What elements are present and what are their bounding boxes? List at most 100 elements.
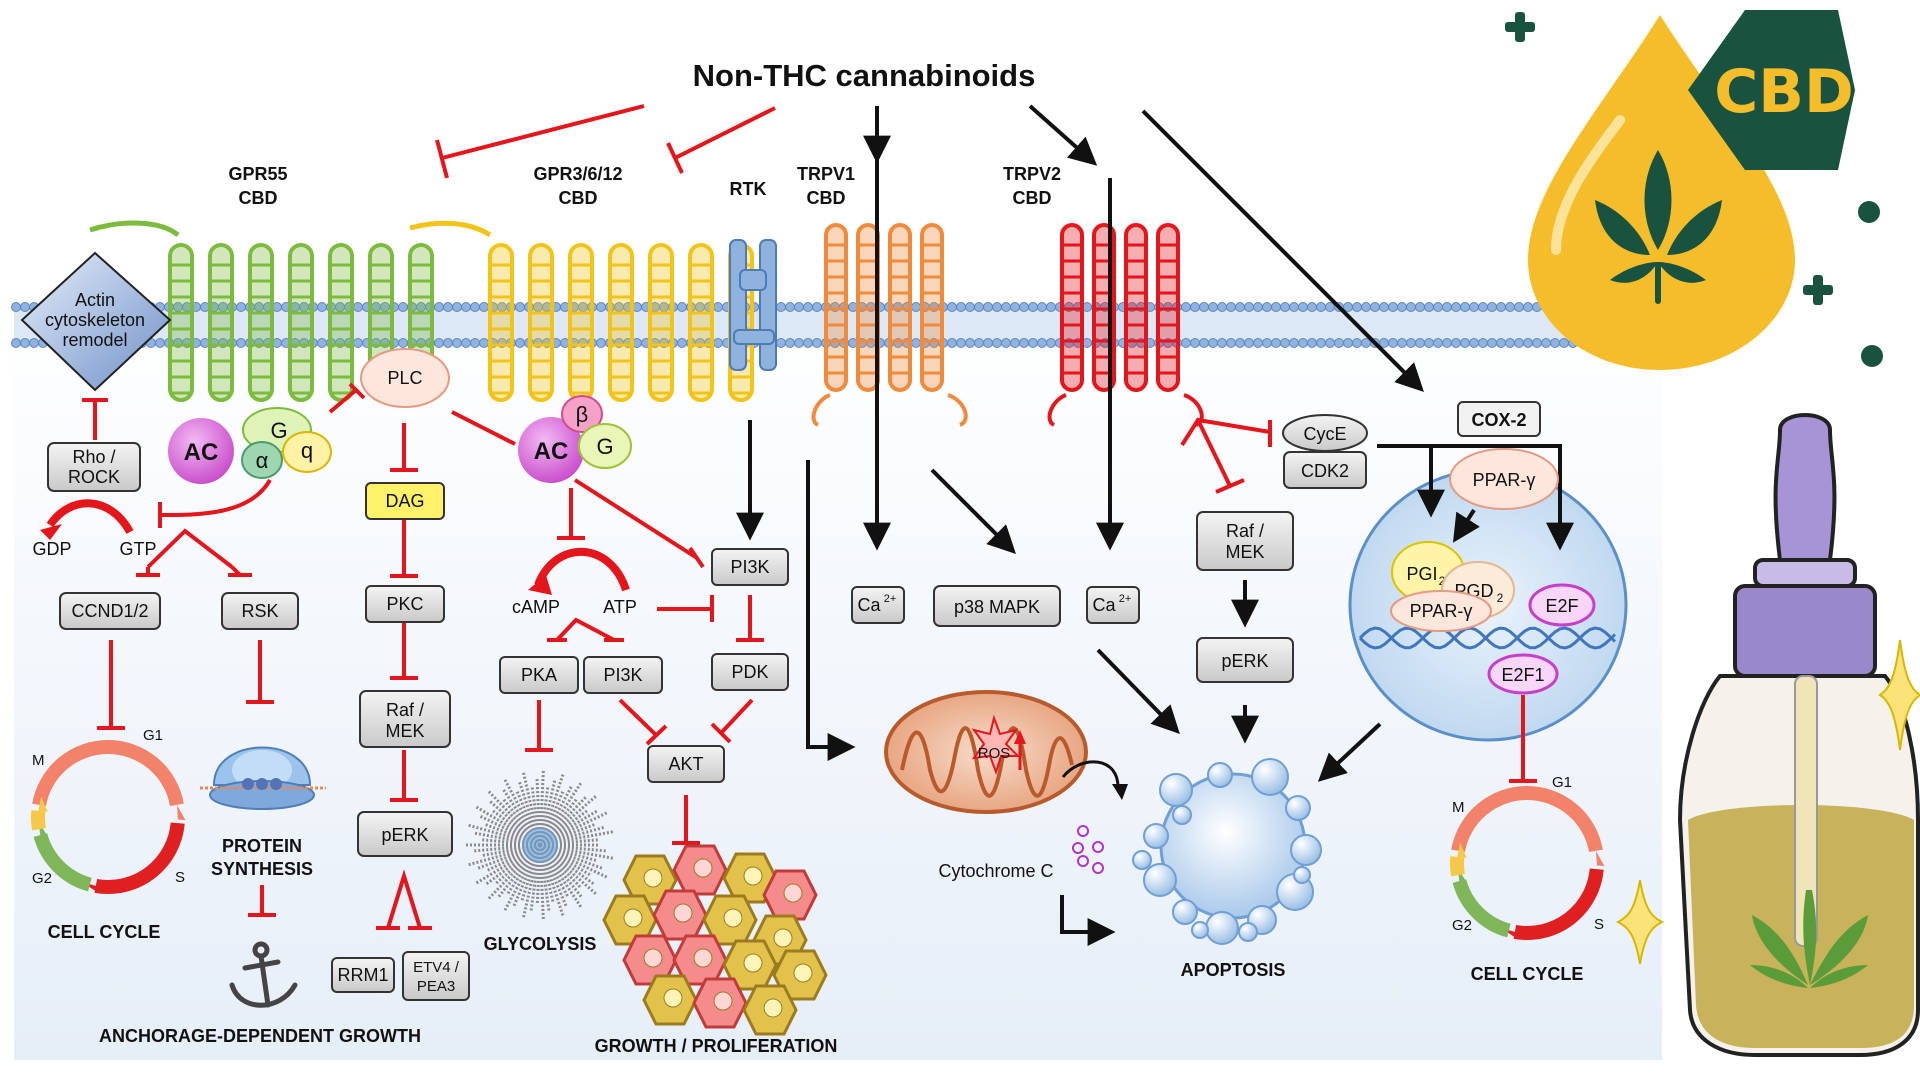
gpr3612-g-label: G — [596, 434, 613, 459]
diagram-title: Non-THC cannabinoids — [693, 58, 1036, 93]
rrm1-label: RRM1 — [337, 965, 388, 985]
pi3k-box — [711, 548, 789, 586]
gpr55-ac — [168, 418, 234, 484]
cyce-label: CycE — [1303, 424, 1346, 444]
cell-cycle-wheel-right — [1450, 786, 1605, 940]
actin-cytoskeleton-node — [20, 251, 172, 392]
raf-label-right: Raf / — [1226, 521, 1264, 541]
right-cc-g1: G1 — [1552, 774, 1572, 791]
right-cc-s: S — [1594, 916, 1604, 933]
pka-label: PKA — [521, 665, 557, 685]
e2f-label: E2F — [1545, 596, 1578, 616]
ccnd-box — [59, 592, 161, 630]
camp-label: cAMP — [512, 597, 560, 617]
gtp-gdp-arrow — [46, 499, 134, 535]
dag-label: DAG — [385, 491, 424, 511]
ppar-node-nucleus — [1390, 590, 1492, 632]
ribosome-icon — [200, 746, 326, 810]
cannabis-leaf-icon — [1750, 890, 1868, 988]
gpr3612-label: GPR3/6/12 — [533, 164, 622, 184]
cox2-label: COX-2 — [1471, 410, 1526, 430]
gtp-label: GTP — [119, 539, 156, 559]
camp-atp-arrow — [534, 547, 630, 592]
apoptosis-label: APOPTOSIS — [1181, 960, 1286, 980]
cell-cycle-wheel-left — [31, 740, 186, 894]
raf-label-left: Raf / — [386, 700, 424, 720]
right-cc-g2: G2 — [1452, 917, 1472, 934]
raf-mek-box-right — [1196, 511, 1294, 571]
atp-label: ATP — [603, 597, 637, 617]
mitochondrion-icon — [884, 690, 1088, 814]
pgi-sub: 2 — [1439, 574, 1446, 588]
etv4-label: ETV4 / — [413, 959, 460, 976]
cox2-box — [1457, 401, 1541, 437]
protein-synthesis-label-2: SYNTHESIS — [211, 859, 313, 879]
gpr3612-beta-label: β — [576, 402, 589, 427]
pgi-label: PGI — [1406, 564, 1437, 584]
ppar-label-nucleus: PPAR-γ — [1410, 601, 1473, 621]
perk-box-left — [357, 811, 453, 857]
etv4-box — [402, 951, 470, 1001]
rho-rock-box — [47, 442, 141, 492]
glycogen-icon — [464, 769, 616, 921]
left-cc-g2: G2 — [32, 870, 52, 887]
ca-sup-trpv1: 2+ — [884, 593, 897, 605]
gpr55-q-subunit — [282, 431, 332, 473]
pkc-box — [365, 585, 445, 623]
akt-label: AKT — [668, 754, 703, 774]
rock-label: ROCK — [68, 467, 120, 487]
actin-label-line1: Actin — [75, 290, 115, 310]
rsk-label: RSK — [241, 601, 278, 621]
rrm1-box — [331, 957, 395, 993]
left-cc-s: S — [175, 869, 185, 886]
cdk2-box — [1283, 451, 1367, 489]
gpr3612-ac-label: AC — [534, 438, 569, 465]
plc-label: PLC — [387, 368, 422, 388]
actin-label-line3: remodel — [62, 330, 127, 350]
title-inhibition-lines — [435, 104, 776, 179]
gpr55-label: GPR55 — [228, 164, 287, 184]
p38-box — [933, 585, 1061, 627]
gdp-label: GDP — [32, 539, 71, 559]
e2f-node — [1528, 583, 1596, 627]
raf-mek-box-left — [359, 690, 451, 748]
e2f1-label: E2F1 — [1501, 665, 1544, 685]
dag-box — [365, 482, 445, 520]
pea3-label: PEA3 — [417, 978, 455, 995]
e2f1-node — [1487, 653, 1559, 695]
star-sparkle-icons — [1615, 639, 1920, 965]
trpv2-ligand-label: CBD — [1013, 188, 1052, 208]
glycolysis-label: GLYCOLYSIS — [484, 934, 597, 954]
growth-label: GROWTH / PROLIFERATION — [595, 1036, 838, 1056]
trpv2-channel — [1047, 223, 1204, 427]
right-cc-m: M — [1452, 799, 1465, 816]
proliferating-cells-icon — [602, 844, 828, 1036]
pdk-label: PDK — [731, 662, 768, 682]
pgi-text: PGI — [1406, 564, 1437, 584]
actin-label-line2: cytoskeleton — [45, 310, 145, 330]
cbd-hexagon-badge — [1688, 10, 1855, 170]
ros-label: ROS — [978, 745, 1011, 762]
mek-label-right: MEK — [1225, 542, 1264, 562]
perk-label-left: pERK — [381, 825, 428, 845]
rtk-receptor — [729, 239, 777, 371]
pkc-label: PKC — [386, 594, 423, 614]
mek-label-left: MEK — [385, 721, 424, 741]
anchor-icon — [229, 941, 298, 1008]
gpr3612-ac — [518, 417, 584, 483]
gpr55-ligand-label: CBD — [239, 188, 278, 208]
dna-helix — [1358, 626, 1617, 650]
gpr55-q-label: q — [301, 438, 313, 463]
pi3k-label: PI3K — [730, 557, 769, 577]
cbd-badge-text: CBD — [1714, 57, 1854, 127]
right-cell-cycle-label: CELL CYCLE — [1471, 964, 1584, 984]
pgd-sub: 2 — [1497, 591, 1504, 605]
left-cc-m: M — [32, 752, 45, 769]
gpr3612-g-subunit — [578, 423, 632, 469]
trpv1-ligand-label: CBD — [807, 188, 846, 208]
cytochrome-dots — [1072, 825, 1104, 874]
cbd-oil-bottle-icon — [1677, 413, 1920, 1057]
ca-label-trpv1: Ca — [857, 595, 881, 615]
